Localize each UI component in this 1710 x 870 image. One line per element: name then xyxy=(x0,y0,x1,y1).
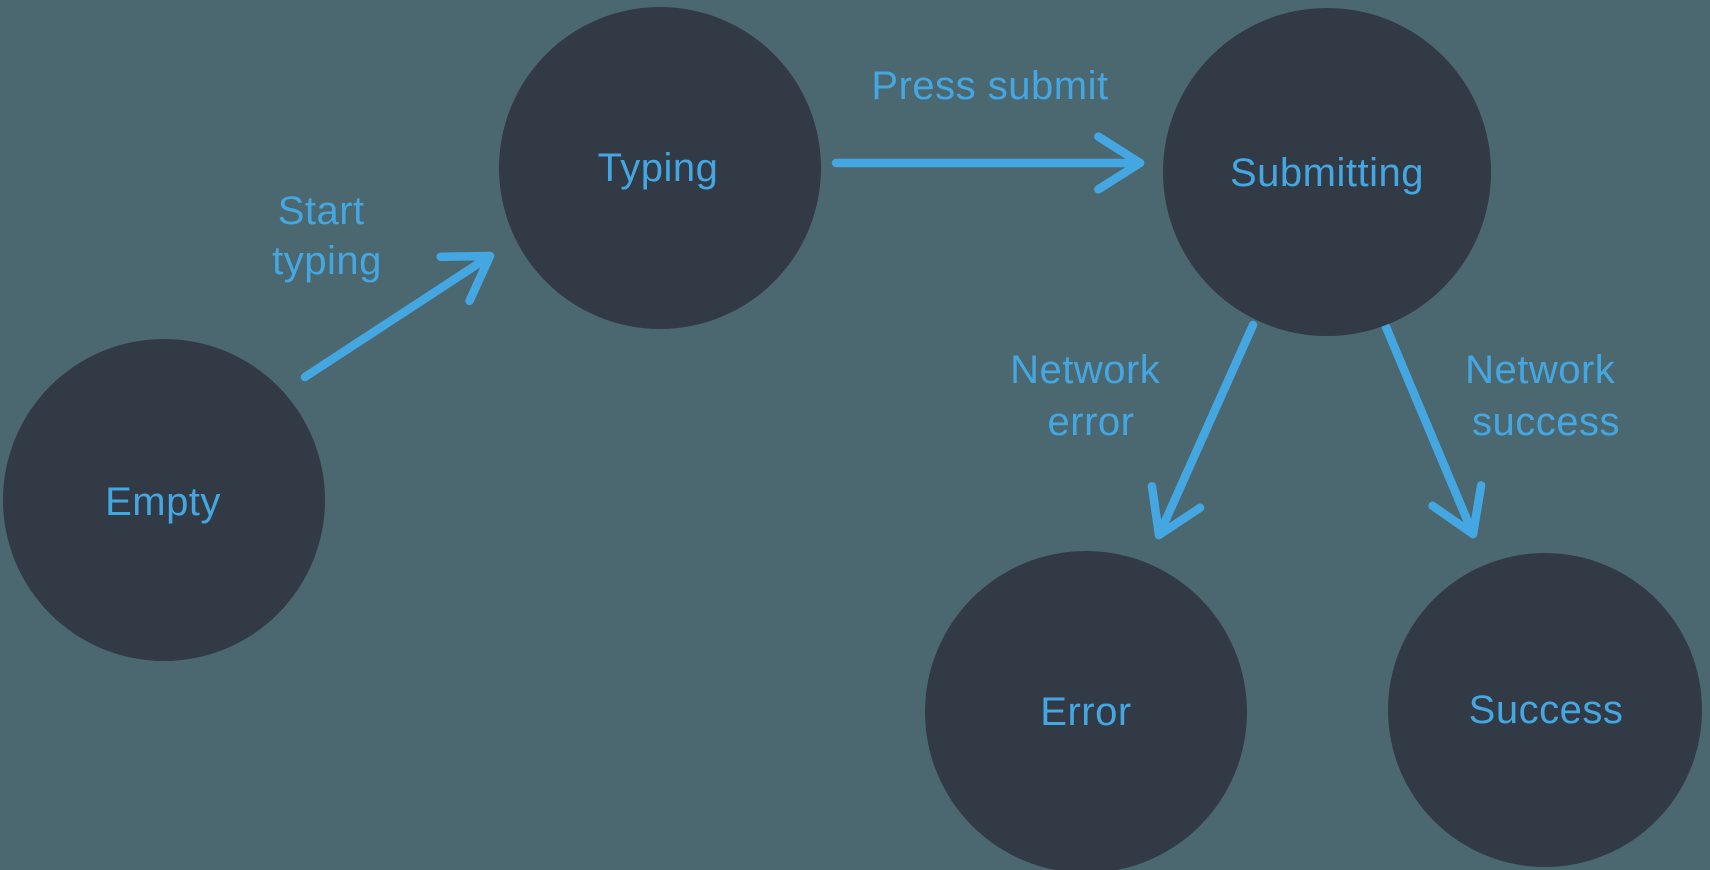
edge-label-line: Start xyxy=(278,189,365,233)
edge-label-network-success: Network success xyxy=(1465,348,1627,444)
edge-empty-to-typing: Start typing xyxy=(272,189,495,382)
edge-label-line: Network xyxy=(1465,348,1616,392)
node-error: Error xyxy=(925,551,1247,870)
node-typing-label: Typing xyxy=(598,146,719,190)
arrow-empty-to-typing xyxy=(300,251,495,382)
node-success-circle xyxy=(1388,553,1702,867)
edge-label-line: Press submit xyxy=(871,64,1108,108)
node-submitting: Submitting xyxy=(1163,8,1491,336)
node-empty-label: Empty xyxy=(105,480,221,524)
node-empty-circle xyxy=(3,339,325,661)
edge-label-press-submit: Press submit xyxy=(871,64,1108,108)
edge-label-line: success xyxy=(1472,400,1620,444)
edge-label-line: Network xyxy=(1010,348,1161,392)
edge-label-line: error xyxy=(1048,400,1135,444)
node-submitting-circle xyxy=(1163,8,1491,336)
edge-submitting-to-success: Network success xyxy=(1381,322,1627,539)
edge-label-network-error: Network error xyxy=(1010,348,1172,444)
edge-typing-to-submitting: Press submit xyxy=(831,64,1145,194)
arrow-submitting-to-success xyxy=(1381,322,1486,539)
node-typing-circle xyxy=(499,7,821,329)
node-success: Success xyxy=(1388,553,1702,867)
node-typing: Typing xyxy=(499,7,821,329)
node-empty: Empty xyxy=(3,339,325,661)
node-submitting-label: Submitting xyxy=(1230,151,1424,195)
arrow-submitting-to-error xyxy=(1147,320,1258,540)
node-error-circle xyxy=(925,551,1247,870)
node-success-label: Success xyxy=(1469,688,1624,732)
node-error-label: Error xyxy=(1040,690,1131,734)
edge-label-start-typing: Start typing xyxy=(272,189,382,283)
edge-submitting-to-error: Network error xyxy=(1010,320,1258,540)
edge-label-line: typing xyxy=(272,239,382,283)
